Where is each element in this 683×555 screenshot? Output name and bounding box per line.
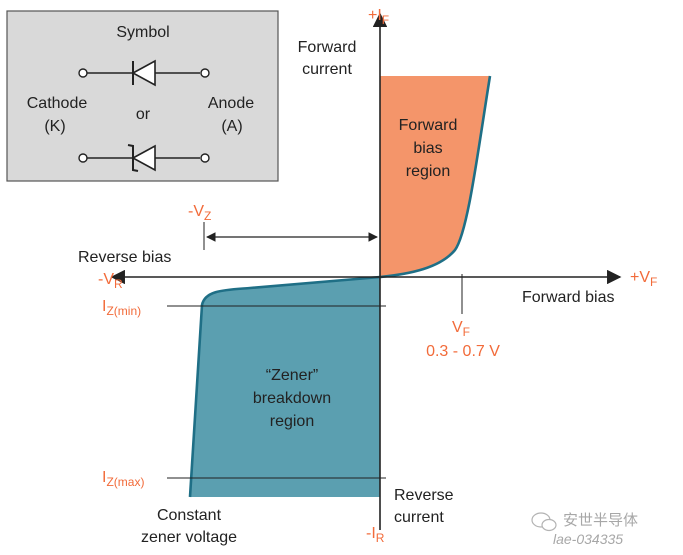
or-label: or <box>136 106 151 123</box>
anode-label: Anode <box>208 95 254 112</box>
zener-diode-symbol-icon <box>78 144 210 172</box>
forward-current-label-line1: Forward <box>298 39 357 56</box>
izmin-label: IZ(min) <box>102 298 141 318</box>
forward-bias-label: Forward bias <box>522 289 614 306</box>
pos-y-axis-label: +IF <box>368 7 389 27</box>
cathode-k-label: (K) <box>44 118 65 135</box>
constant-zener-label-line1: Constant <box>157 507 222 524</box>
zener-region-label-line2: breakdown <box>253 390 331 407</box>
izmax-label: IZ(max) <box>102 469 144 489</box>
zener-breakdown-region <box>190 277 380 497</box>
vz-label: -VZ <box>188 203 211 223</box>
iv-curve <box>188 75 492 498</box>
zener-region-label-line1: “Zener” <box>266 367 318 384</box>
zener-region-label-line3: region <box>270 413 314 430</box>
forward-current-label-line2: current <box>302 61 352 78</box>
forward-region-label-line2: bias <box>413 140 442 157</box>
watermark: 安世半导体 lae-034335 <box>531 512 638 547</box>
reverse-bias-label: Reverse bias <box>78 249 171 266</box>
forward-region-label-line1: Forward <box>399 117 458 134</box>
watermark-text-line1: 安世半导体 <box>563 512 638 529</box>
symbol-title: Symbol <box>116 24 169 41</box>
wechat-icon <box>531 512 557 532</box>
reverse-current-label-line2: current <box>394 509 444 526</box>
anode-a-label: (A) <box>221 118 242 135</box>
neg-y-axis-label: -IR <box>366 525 385 545</box>
reverse-current-label-line1: Reverse <box>394 487 454 504</box>
constant-zener-label-line2: zener voltage <box>141 529 237 546</box>
cathode-label: Cathode <box>27 95 88 112</box>
vf-range-label: 0.3 - 0.7 V <box>426 343 500 360</box>
watermark-text-line2: lae-034335 <box>553 531 623 547</box>
forward-bias-region <box>380 76 490 277</box>
vf-label: VF <box>452 319 470 339</box>
diode-symbol-icon <box>78 59 210 87</box>
symbol-box: Symbol Cathode (K) or Anode (A) <box>6 10 279 182</box>
forward-region-label-line3: region <box>406 163 450 180</box>
neg-x-axis-label: -VR <box>98 271 123 291</box>
pos-x-axis-label: +VF <box>630 269 657 289</box>
